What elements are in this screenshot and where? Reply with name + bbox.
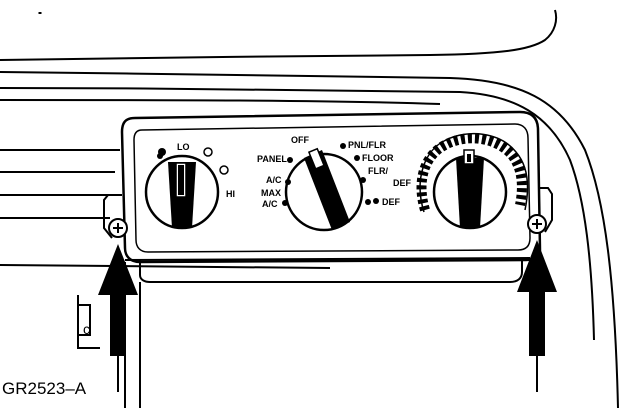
mode-selector-dots <box>282 143 379 206</box>
right-screw <box>527 214 547 234</box>
mode-selector-knob[interactable] <box>284 147 364 232</box>
left-arrow <box>98 244 138 392</box>
mode-label-def: DEF <box>382 197 401 207</box>
mode-label-max: MAX <box>261 188 281 198</box>
fan-speed-knob[interactable] <box>144 154 220 230</box>
left-screw <box>108 218 128 238</box>
mode-label-flr: FLR/ <box>368 166 388 176</box>
temperature-scale <box>416 132 529 213</box>
temp-label-def: DEF <box>393 178 412 188</box>
fan-label-hi: HI <box>226 189 235 199</box>
mode-label-max-ac: A/C <box>262 199 278 209</box>
mode-label-floor: FLOOR <box>362 153 394 163</box>
mode-label-pnl-flr: PNL/FLR <box>348 140 386 150</box>
right-arrow <box>517 240 557 392</box>
control-panel-housing <box>120 110 542 264</box>
bracket-c-mark: c <box>83 321 90 337</box>
mode-label-panel: PANEL <box>257 154 287 164</box>
fan-speed-dots <box>157 147 229 175</box>
mode-label-ac: A/C <box>266 175 282 185</box>
fan-label-lo: LO <box>177 142 190 152</box>
figure-code: GR2523–A <box>2 379 87 398</box>
mounting-brackets <box>103 187 553 239</box>
temperature-knob[interactable] <box>432 149 508 230</box>
mode-label-off: OFF <box>291 135 309 145</box>
